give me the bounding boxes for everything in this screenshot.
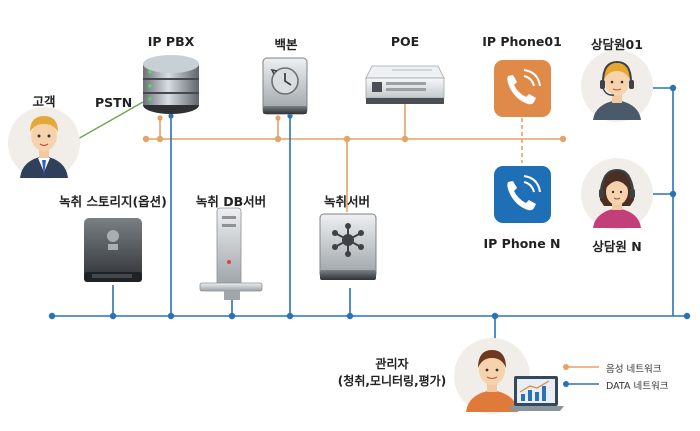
- admin-avatar: [454, 338, 530, 414]
- ip-pbx-label: IP PBX: [147, 34, 195, 49]
- agent-01-avatar: [581, 50, 653, 122]
- recording-db-server-icon: [199, 207, 263, 300]
- ip-phone-01-label: IP Phone01: [482, 34, 562, 49]
- admin-title: 관리자: [375, 357, 409, 371]
- ip-phone-n-icon: [494, 166, 551, 223]
- legend-data-network: DATA 네트워크: [606, 381, 669, 392]
- recording-storage-icon: [84, 218, 142, 282]
- data-network-nodes: [48, 84, 691, 320]
- ip-phone-01-icon: [494, 60, 551, 117]
- recording-server-icon: [319, 213, 377, 280]
- agent-n-avatar: [581, 158, 653, 230]
- legend-voice-network: 음성 네트워크: [606, 364, 662, 375]
- admin-label: 관리자 (청취,모니터링,평가): [338, 356, 446, 390]
- customer-label: 고객: [32, 94, 56, 109]
- poe-label: POE: [390, 34, 420, 49]
- recording-storage-label: 녹취 스토리지(옵션): [59, 194, 167, 209]
- admin-roles: (청취,모니터링,평가): [337, 374, 447, 388]
- recording-db-server-label: 녹취 DB서버: [195, 194, 267, 209]
- agent-n-label: 상담원 N: [592, 239, 642, 254]
- voice-network-nodes: [142, 115, 567, 143]
- data-network-lines: [52, 87, 687, 340]
- customer-avatar: [8, 107, 80, 179]
- ip-pbx-server-icon: [143, 55, 199, 114]
- backup-label: 백본: [274, 37, 298, 52]
- legend: [563, 364, 599, 387]
- agent-01-label: 상담원01: [591, 37, 643, 52]
- voice-network-lines: [146, 104, 563, 212]
- recording-server-label: 녹취서버: [323, 194, 371, 209]
- ip-phone-n-label: IP Phone N: [483, 236, 561, 251]
- laptop-chart-icon: [508, 376, 564, 411]
- pstn-label: PSTN: [95, 95, 133, 110]
- poe-switch-icon: [365, 65, 445, 104]
- backup-drive-icon: [262, 57, 308, 115]
